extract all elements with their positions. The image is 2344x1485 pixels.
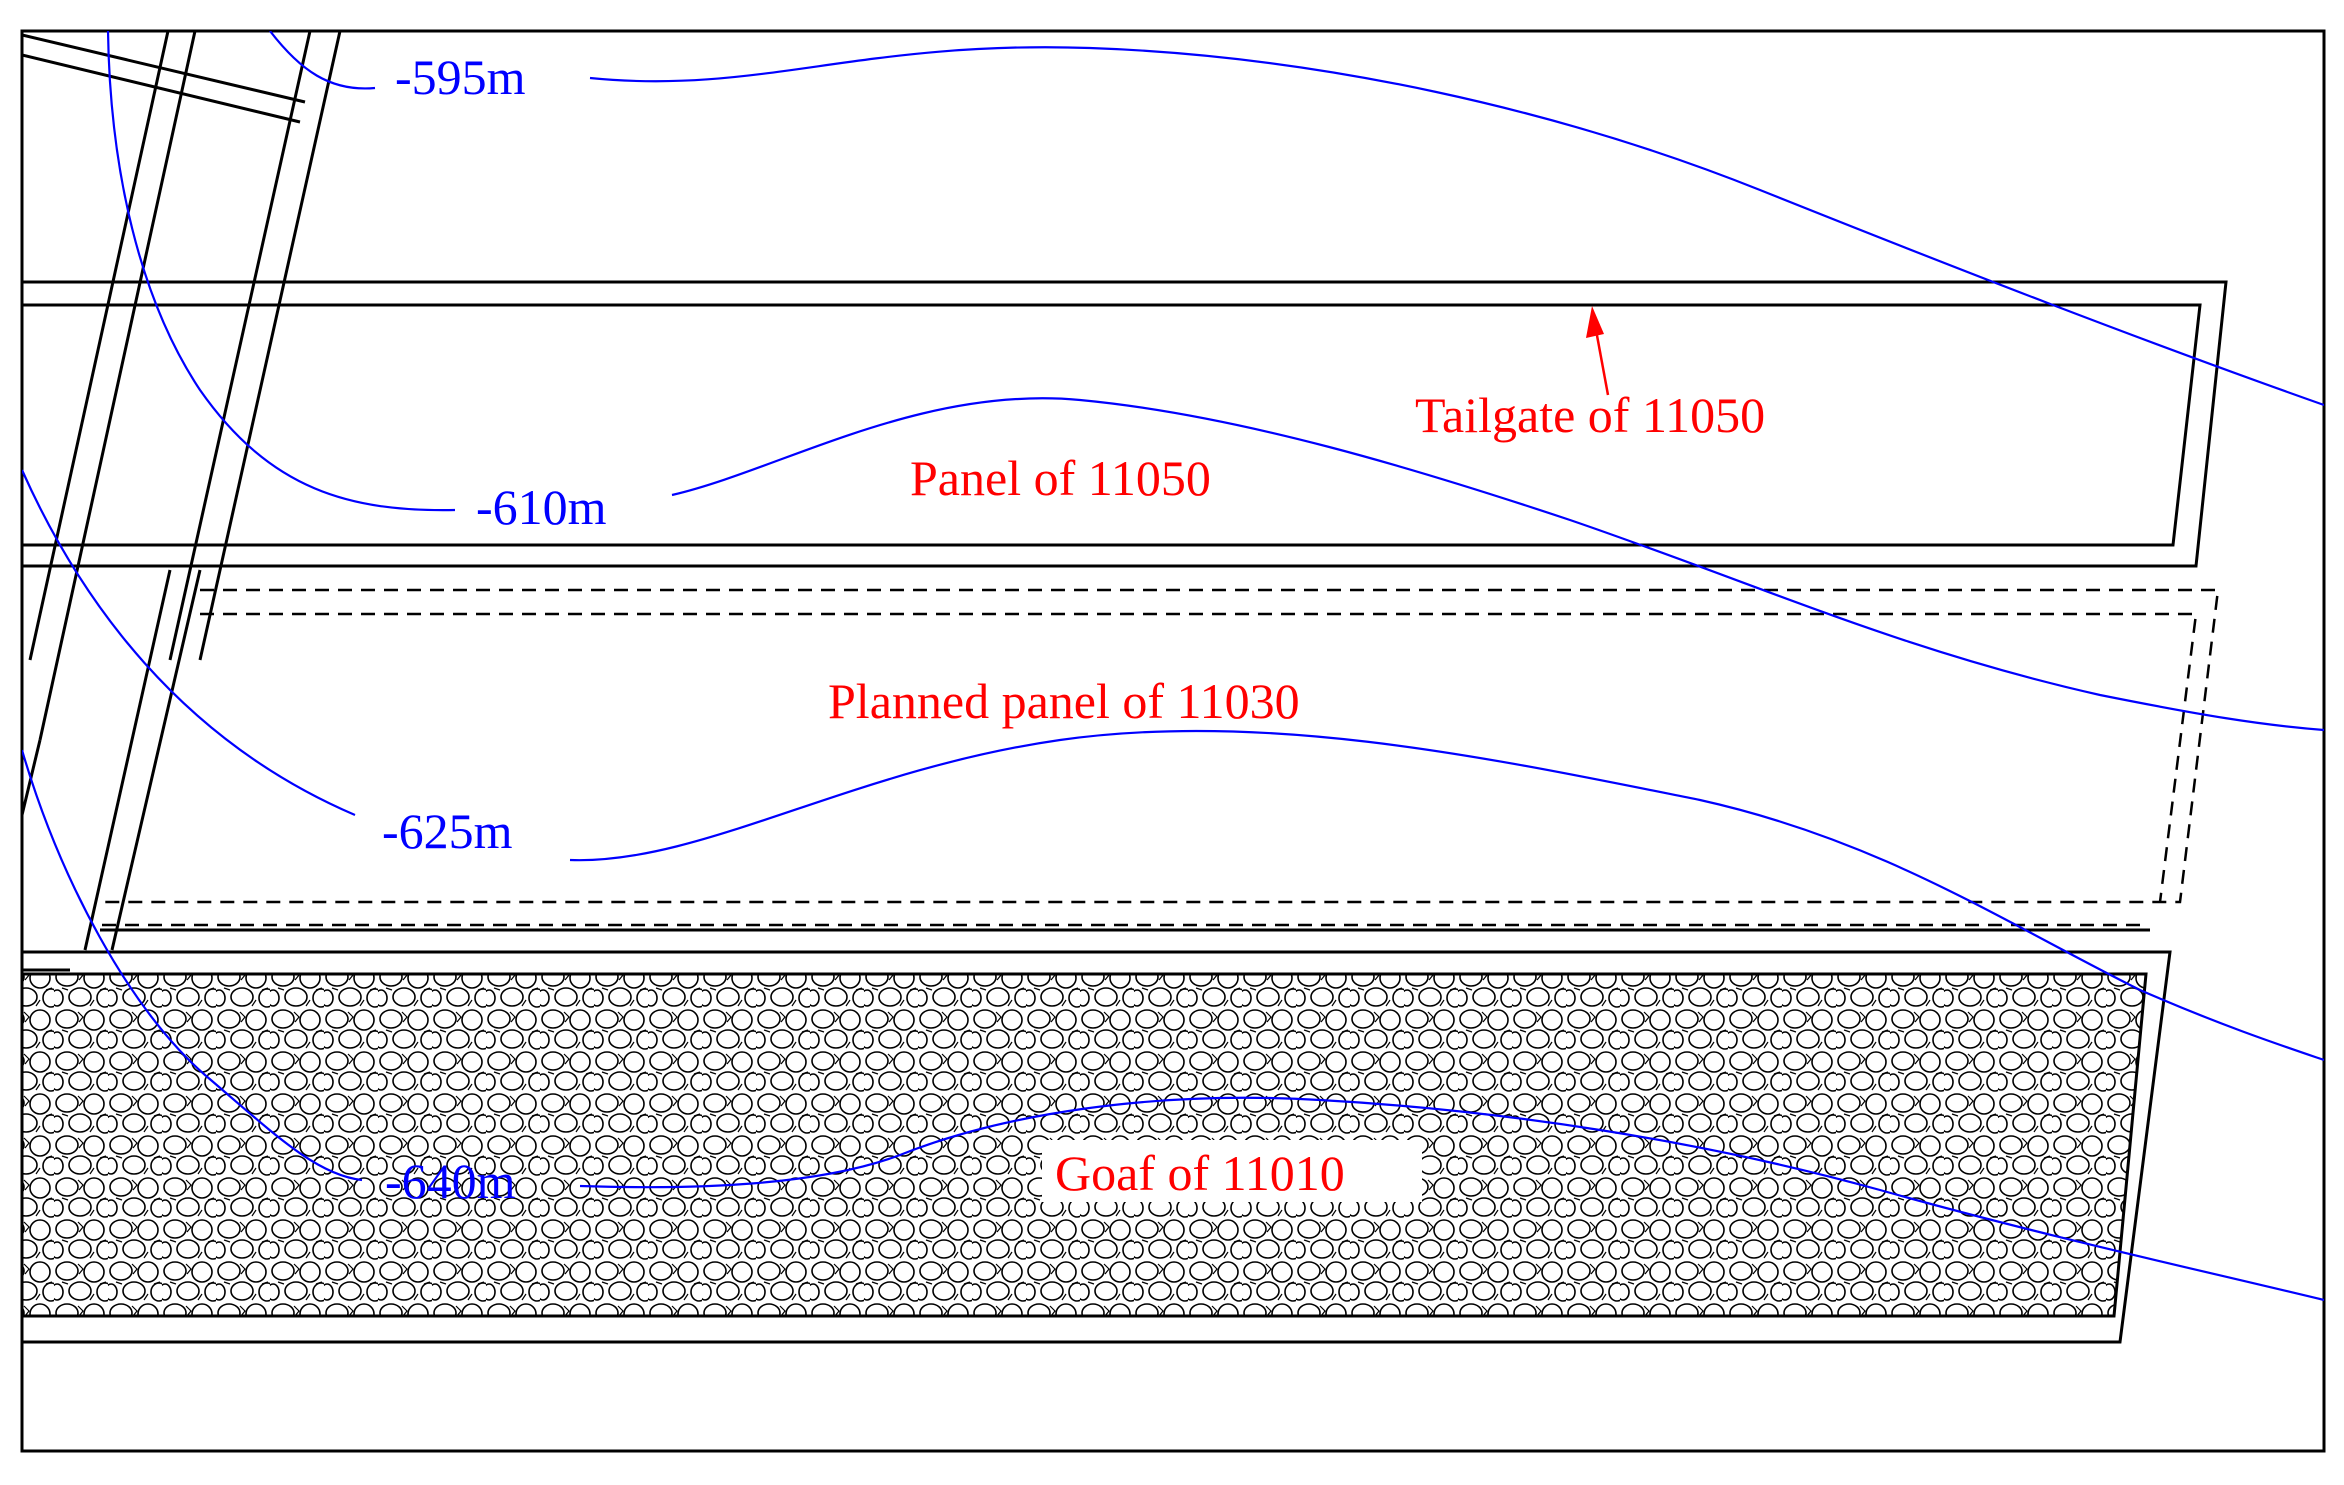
tailgate-arrow <box>1586 306 1610 396</box>
panel-annotations: Tailgate of 11050 Panel of 11050 Planned… <box>828 387 1765 1202</box>
diagonal-road-b2 <box>198 31 342 661</box>
planned-panel-11030-outline <box>102 588 2220 927</box>
contour-595-right <box>589 46 2324 407</box>
contour-label-625: -625m <box>382 803 513 859</box>
goaf-label-backdrop <box>1042 1140 1422 1202</box>
planned-panel-outer-dashed <box>102 588 2220 904</box>
contour-640-left <box>22 749 363 1182</box>
diagonal-road-c1 <box>110 569 202 951</box>
contour-610-right <box>671 397 2324 732</box>
contour-label-640: -640m <box>385 1153 516 1209</box>
diagonal-road-a1 <box>28 31 170 661</box>
goaf-11010-outer <box>22 950 2172 1344</box>
roadways <box>22 31 2228 1344</box>
contour-610-left <box>106 31 456 512</box>
contour-lines <box>22 31 2324 1302</box>
diagonal-road-b1 <box>168 31 312 661</box>
contour-640-right <box>579 1096 2324 1302</box>
planned-panel-inner-dashed <box>200 612 2198 903</box>
tailgate-label: Tailgate of 11050 <box>1415 387 1765 443</box>
contour-625-right <box>569 729 2324 1062</box>
panel-11050-label: Panel of 11050 <box>910 450 1211 506</box>
diagonal-road-c2 <box>83 569 172 951</box>
contour-595-left <box>269 31 376 90</box>
goaf-11010-inner <box>22 972 2148 1318</box>
goaf-11010-label: Goaf of 11010 <box>1055 1145 1345 1201</box>
panel-11050-inner <box>22 303 2202 547</box>
contour-label-595: -595m <box>395 49 526 105</box>
contour-label-610: -610m <box>476 479 607 535</box>
oblique-road-line <box>22 33 306 104</box>
contour-625-left <box>22 469 356 817</box>
oblique-road-line <box>22 53 301 124</box>
panel-11050-outer <box>22 280 2228 568</box>
map-frame <box>20 29 2326 1453</box>
diagonal-road-a2 <box>38 31 197 741</box>
contour-labels: -595m -610m -625m -640m <box>382 49 607 1209</box>
planned-panel-11030-label: Planned panel of 11030 <box>828 673 1300 729</box>
